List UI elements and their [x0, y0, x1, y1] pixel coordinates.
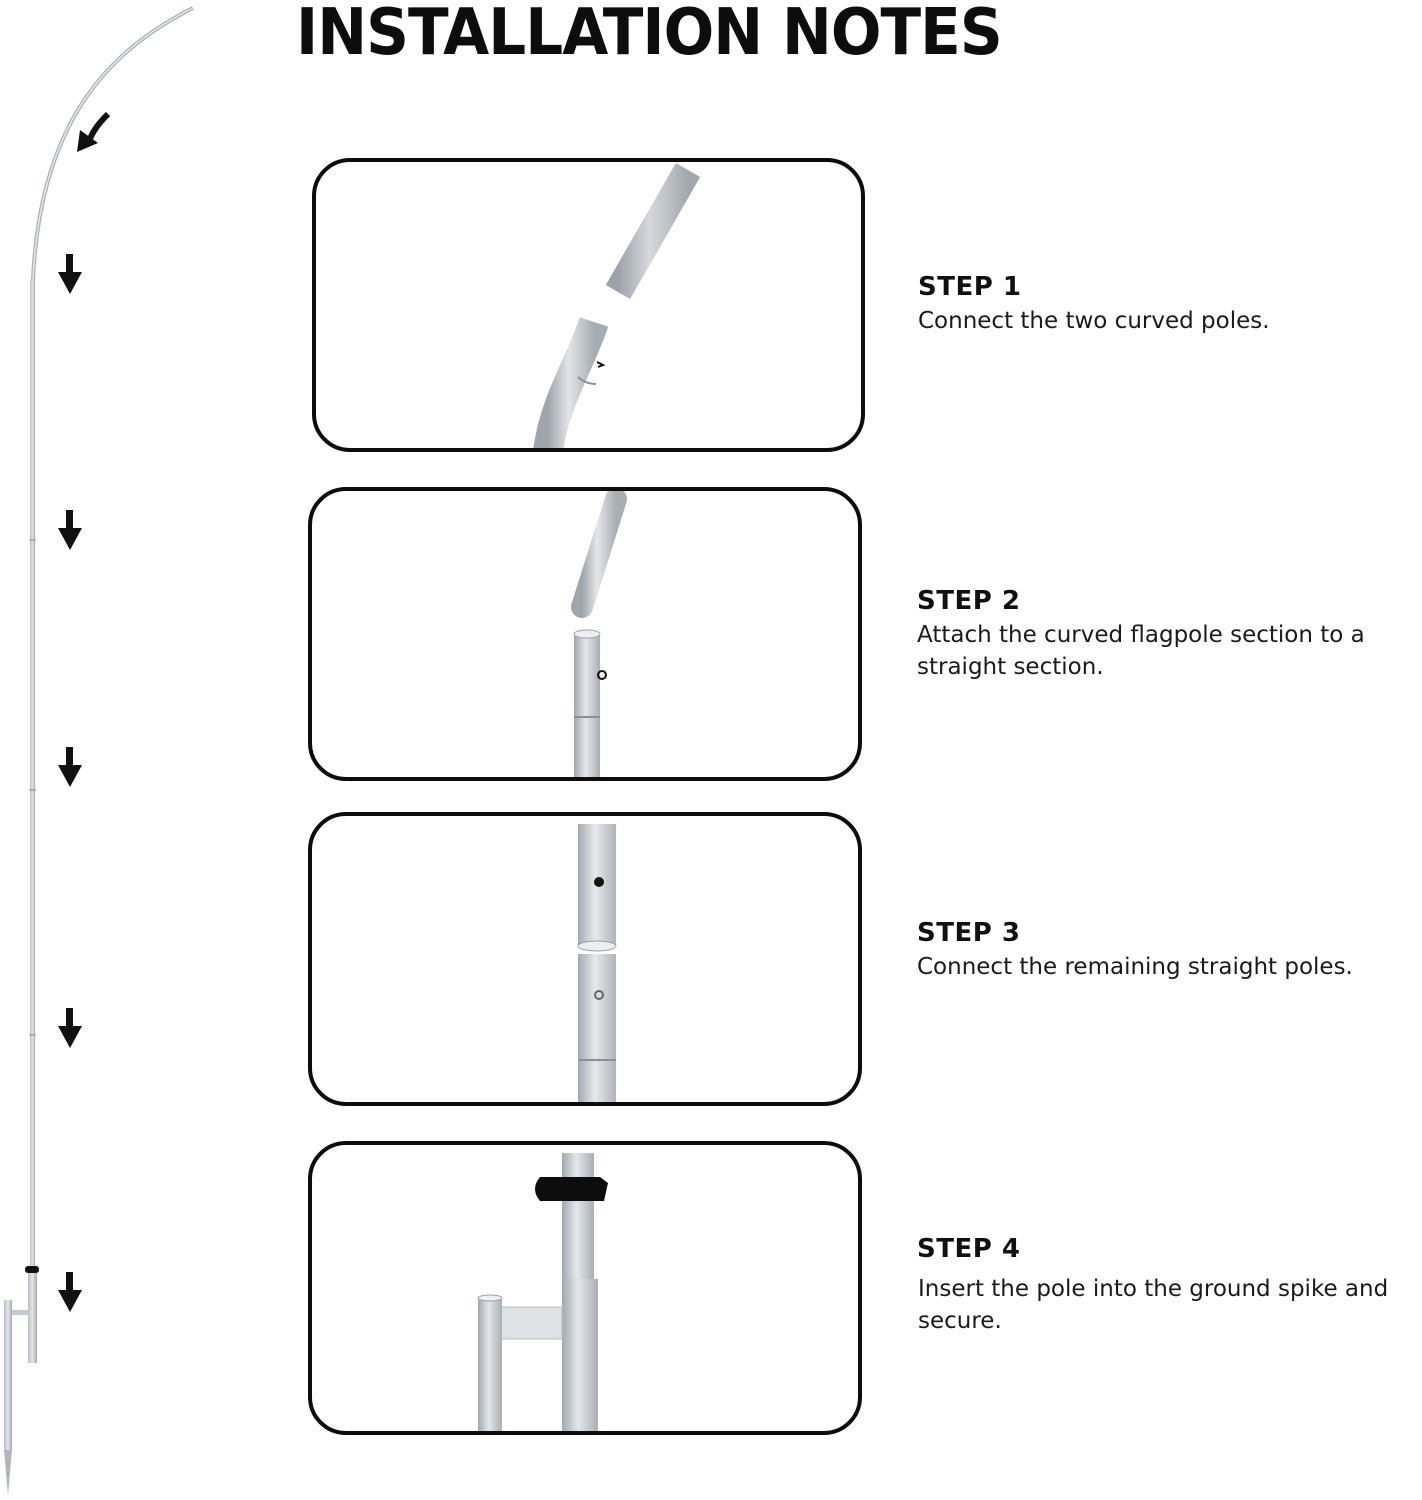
ground-spike-illustration [477, 1153, 608, 1431]
step-text: Attach the curved flagpole section to a … [917, 622, 1365, 680]
curved-poles-illustration [533, 163, 701, 448]
step-text: Connect the remaining straight poles. [917, 954, 1353, 980]
step-text: Insert the pole into the ground spike an… [918, 1276, 1389, 1334]
step-1-illustration-panel [312, 158, 865, 452]
down-arrow-icon [58, 510, 82, 550]
straight-poles-illustration [577, 824, 617, 1102]
step-3-description: STEP 3 Connect the remaining straight po… [917, 918, 1422, 983]
step-label: STEP 4 [917, 1234, 1021, 1264]
step-2-description: STEP 2 Attach the curved flagpole sectio… [917, 586, 1422, 683]
down-arrow-icon [58, 254, 82, 294]
curved-arrow-icon [77, 111, 111, 152]
step-4-illustration-panel [308, 1141, 862, 1435]
step-label: STEP 2 [917, 586, 1021, 616]
curved-to-straight-illustration [571, 491, 627, 777]
down-arrow-icon [58, 1272, 82, 1312]
step-3-illustration-panel [308, 812, 862, 1106]
step-2-illustration-panel [308, 487, 862, 781]
down-arrow-icon [58, 747, 82, 787]
step-4-description: STEP 4 Insert the pole into the ground s… [917, 1234, 1422, 1337]
step-label: STEP 1 [918, 272, 1022, 302]
down-arrow-icon [58, 1008, 82, 1048]
step-label: STEP 3 [917, 918, 1021, 948]
flagpole-illustration [4, 6, 194, 1495]
step-1-description: STEP 1 Connect the two curved poles. [918, 272, 1422, 337]
page-title: INSTALLATION NOTES [296, 0, 1003, 70]
step-text: Connect the two curved poles. [918, 308, 1270, 334]
